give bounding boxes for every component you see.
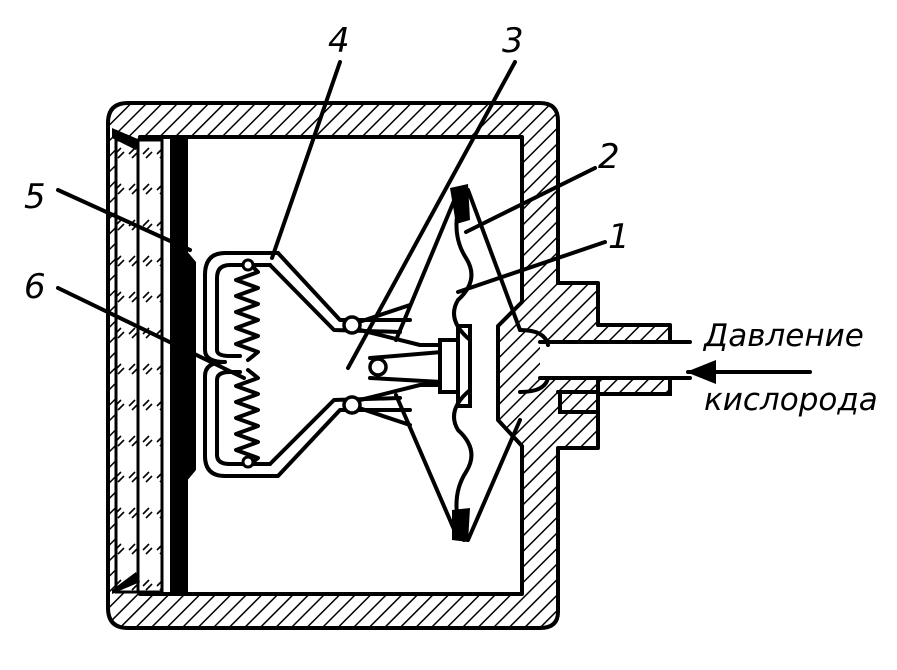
label-4: 4 (328, 21, 350, 61)
lever-mechanism (342, 303, 472, 427)
label-5: 5 (24, 177, 46, 217)
membrane (394, 184, 522, 542)
leader-lines (56, 60, 812, 384)
label-3: 3 (502, 21, 524, 61)
housing (106, 101, 692, 630)
caption-line-1: Давление (702, 318, 864, 354)
label-2: 2 (598, 137, 620, 177)
label-1: 1 (608, 217, 630, 257)
spring-coil (234, 260, 260, 468)
caption-line-2: кислорода (704, 382, 878, 418)
glass-window (112, 128, 196, 594)
spring-frame (203, 251, 412, 478)
label-6: 6 (24, 267, 46, 307)
